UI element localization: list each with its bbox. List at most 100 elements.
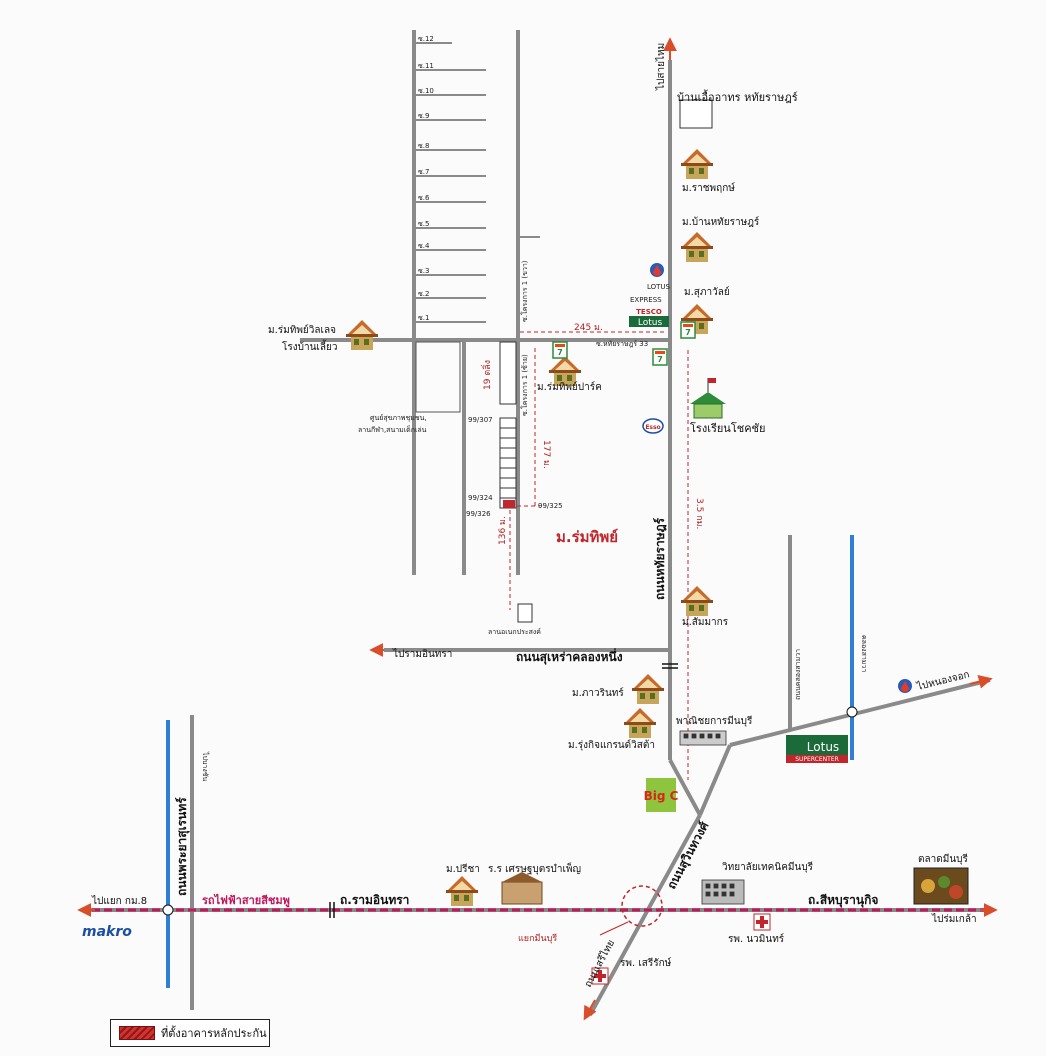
lan-anek-label: ลานอเนกประสงค์ <box>488 628 541 636</box>
hathai-road-label: ถนนหทัยราษฎร์ <box>653 517 667 600</box>
soi-hathai-33-label: ซ.หทัยราษฎร์ 33 <box>596 340 648 348</box>
m-rungkit-label: ม.รุ่งกิจแกรนด์วิสต้า <box>568 739 655 751</box>
soi-khrongkan-left-label: ซ.โครงการ 1 (ซ้าย) <box>520 354 529 416</box>
svg-text:ซ.3: ซ.3 <box>418 267 429 275</box>
m-preecha-label: ม.ปรีชา <box>446 863 480 875</box>
school-icon <box>690 378 726 419</box>
svg-text:ซ.1: ซ.1 <box>418 314 429 322</box>
soi-labels: ซ.12 ซ.11 ซ.10 ซ.9 ซ.8 ซ.7 ซ.6 ซ.5 ซ.4 ซ… <box>418 35 434 322</box>
market-minburi-label: ตลาดมีนบุรี <box>918 853 969 865</box>
svg-text:SUPERCENTER: SUPERCENTER <box>795 756 839 763</box>
house-icon <box>624 708 656 738</box>
community-center-block <box>415 341 461 413</box>
rong-baan-lieo-label: โรงบ้านเลี้ยว <box>282 339 337 353</box>
house-icon <box>681 586 713 616</box>
house-icon <box>446 876 478 906</box>
svg-text:ซ.8: ซ.8 <box>418 142 429 150</box>
minburi-junction-circle <box>621 885 663 927</box>
svg-text:ซ.7: ซ.7 <box>418 168 429 176</box>
khlong-sam-wa-road-label: ถนนคลองสามวา <box>794 649 802 700</box>
svg-text:Lotus: Lotus <box>807 740 839 754</box>
soi-branches <box>414 42 540 323</box>
bridge-icon <box>162 904 174 916</box>
house-rows <box>499 341 517 509</box>
collateral-swatch <box>119 1026 155 1040</box>
hosp-nawamin-label: รพ. นวมินทร์ <box>728 933 785 945</box>
building-icon <box>679 99 713 129</box>
lan-anek-block <box>517 603 533 623</box>
map-legend: ที่ตั้งอาคารหลักประกัน <box>110 1019 270 1047</box>
yaek-minburi-label: แยกมีนบุรี <box>518 933 557 944</box>
distance-3-5km-label: 3.5 กม. <box>694 498 704 529</box>
big-c-logo: Big C <box>644 778 679 812</box>
m-sammakorn-label: ม.สัมมากร <box>682 617 729 628</box>
lotus-supercenter-logo: Lotus SUPERCENTER <box>786 735 848 763</box>
junction-pointer <box>599 921 629 936</box>
house-icon <box>346 320 378 350</box>
to-nong-chok-label: ไปหนองจอก <box>915 668 971 693</box>
svg-text:Lotus: Lotus <box>638 318 663 328</box>
esso-icon: Esso <box>642 418 664 434</box>
to-sai-mai-label: ไปสายไหม <box>655 43 667 91</box>
suea-rao-road-label: ถนนสุเหร่าคลองหนึ่ง <box>516 648 623 665</box>
canals <box>166 535 854 988</box>
to-rom-klao-label: ไปร่มเกล้า <box>931 913 977 925</box>
svg-text:ซ.5: ซ.5 <box>418 220 429 228</box>
house-325-label: 99/325 <box>538 502 563 510</box>
lotus-express-label-2: EXPRESS <box>630 296 662 304</box>
seven-eleven-icon <box>552 341 568 359</box>
to-ram-intra-label: ไปรามอินทรา <box>392 648 452 660</box>
house-icon <box>632 674 664 704</box>
to-bang-chan-label: ไปบางชัน <box>201 751 210 782</box>
svg-text:ซ.11: ซ.11 <box>418 62 434 70</box>
khlong-sam-wa-canal-label: คลองสามวา <box>860 635 868 672</box>
svg-text:Esso: Esso <box>645 424 660 431</box>
m-romthip-park-label: ม.ร่มทิพย์ปาร์ค <box>537 381 602 393</box>
svg-text:ซ.4: ซ.4 <box>418 242 430 250</box>
phraya-suren-road-label: ถนนพระยาสุเรนทร์ <box>175 797 190 896</box>
direction-arrows <box>77 37 998 1021</box>
pink-line-label: รถไฟฟ้าสายสีชมพู <box>202 893 290 908</box>
lotus-express-label: LOTUS <box>647 283 671 291</box>
seven-eleven-icon <box>680 321 696 339</box>
bridge-icon <box>846 706 858 718</box>
collateral-marker <box>503 500 515 508</box>
svg-text:ซ.10: ซ.10 <box>418 87 434 95</box>
svg-text:ซ.6: ซ.6 <box>418 194 430 202</box>
seven-eleven-icon <box>652 348 668 366</box>
svg-text:ซ.2: ซ.2 <box>418 290 429 298</box>
tesco-lotus-logo: Lotus TESCO <box>629 308 669 328</box>
makro-label: makro <box>82 924 132 940</box>
hospital-icon <box>591 967 609 985</box>
m-ratchaphruek-label: ม.ราชพฤกษ์ <box>682 182 735 194</box>
distance-245-label: 245 ม. <box>574 323 603 333</box>
si-burapha-road-label: ถ.สีหบุรานุกิจ <box>808 893 878 908</box>
house-326-label: 99/326 <box>466 510 491 518</box>
svg-text:TESCO: TESCO <box>636 308 662 316</box>
community-center-label-2: ลานกีฬา,สนามเด็กเล่น <box>358 425 427 434</box>
school-setthabut-label: ร.ร เศรษฐบุตรบำเพ็ญ <box>488 861 581 875</box>
house-324-label: 99/324 <box>468 494 493 502</box>
ram-intra-road-label: ถ.รามอินทรา <box>340 893 409 907</box>
m-romthip-village-label: ม.ร่มทิพย์วิลเลจ <box>268 324 336 336</box>
road-crossings <box>329 663 678 918</box>
house-icon <box>681 232 713 262</box>
distance-19-label: 19 ตลิ่ง <box>480 360 493 390</box>
panich-minburi-label: พาณิชยการมีนบุรี <box>676 715 753 727</box>
svg-text:Big C: Big C <box>644 789 679 803</box>
m-pawarin-label: ม.ภาวรินทร์ <box>572 687 624 699</box>
romthip-village-title: ม.ร่มทิพย์ <box>556 528 618 546</box>
soi-khrongkan-right-label: ซ.โครงการ 1 (ขวา) <box>520 260 529 322</box>
school-chokechai-label: โรงเรียนโชคชัย <box>690 421 765 435</box>
community-center-label: ศูนย์สุขภาพชุมชน, <box>370 414 427 422</box>
lotus-drop-icon <box>650 263 664 277</box>
to-km8-label: ไปแยก กม.8 <box>91 895 147 907</box>
hosp-serirak-label: รพ. เสรีรักษ์ <box>620 957 672 969</box>
hospital-icon <box>753 913 771 931</box>
m-supawan-label: ม.สุภาวัลย์ <box>684 286 730 298</box>
market-icon <box>913 867 969 905</box>
house-307-label: 99/307 <box>468 416 493 424</box>
school-setthabut-icon <box>501 872 543 905</box>
distance-lines <box>509 331 689 780</box>
